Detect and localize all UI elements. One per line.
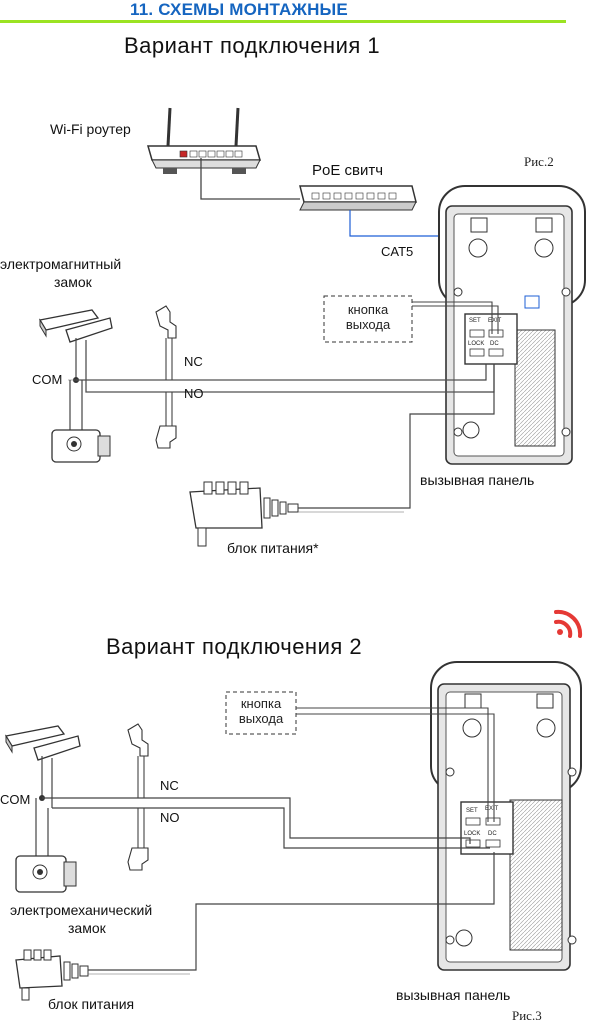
terminal-set-label: SET	[469, 318, 481, 324]
wifi-router-icon	[147, 107, 261, 174]
electromagnetic-lock-icon	[38, 309, 113, 343]
nc-jumper-icon	[155, 305, 177, 380]
electromagnetic-lock-label-line1: электромагнитный	[0, 256, 122, 272]
electromechanical-lock-icon-2	[15, 855, 77, 893]
variant-1-title: Вариант подключения 1	[124, 33, 381, 58]
exit-button-box-1	[323, 295, 413, 343]
electromechanical-lock-icon	[51, 429, 111, 463]
electromagnetic-lock-label-line2: замок	[54, 274, 92, 290]
call-panel-label-1: вызывная панель	[420, 472, 535, 488]
terminal-exit-label: EXIT	[488, 318, 502, 324]
power-supply-label-2: блок питания	[48, 996, 135, 1012]
nc-label: NC	[184, 354, 203, 369]
figure-3-caption: Рис.3	[512, 1008, 542, 1023]
power-adapter-icon-2	[15, 949, 89, 1001]
electromechanical-lock-label-line2: замок	[68, 920, 106, 936]
no-jumper-icon-2	[127, 808, 149, 871]
nc-jumper-icon-2	[127, 723, 149, 798]
section-title: 11. СХЕМЫ МОНТАЖНЫЕ	[130, 0, 348, 19]
exit-button-label-2-line1: кнопка	[240, 696, 282, 711]
power-supply-label-1: блок питания*	[227, 540, 319, 556]
terminal-lock-label-2: LOCK	[464, 831, 481, 837]
no-label-2: NO	[160, 810, 180, 825]
poe-switch-label: PoE свитч	[312, 162, 384, 179]
exit-button-label-line1: кнопка	[347, 302, 389, 317]
com-label: COM	[32, 372, 63, 387]
exit-button-label-2: кнопка выхода	[226, 696, 296, 726]
cat5-label: CAT5	[381, 244, 414, 259]
exit-button-label-2-line2: выхода	[238, 711, 284, 726]
exit-button-box-2	[225, 691, 297, 735]
figure-2-caption: Рис.2	[524, 154, 554, 169]
nc-label-2: NC	[160, 778, 179, 793]
call-panel-2	[430, 661, 582, 971]
no-jumper-icon	[155, 392, 177, 449]
terminal-lock-label: LOCK	[468, 341, 485, 347]
wifi-router-label: Wi-Fi роутер	[50, 121, 131, 137]
call-panel-1	[438, 185, 586, 465]
terminal-exit-label-2: EXIT	[485, 806, 499, 812]
power-adapter-icon	[189, 481, 299, 547]
com-label-2: COM	[0, 792, 31, 807]
variant-2-title: Вариант подключения 2	[106, 634, 363, 659]
wifi-signal-icon	[554, 609, 583, 638]
terminal-dc-label: DC	[490, 341, 499, 347]
no-label: NO	[184, 386, 204, 401]
electromechanical-lock-label-line1: электромеханический	[10, 902, 153, 918]
page-header: 11. СХЕМЫ МОНТАЖНЫЕ	[0, 0, 594, 28]
poe-switch-icon	[299, 185, 417, 211]
exit-button-label-line2: выхода	[345, 317, 391, 332]
electromagnetic-lock-icon-2	[4, 725, 81, 761]
call-panel-label-2: вызывная панель	[396, 987, 511, 1003]
exit-button-label-1: кнопка выхода	[324, 302, 412, 332]
terminal-dc-label-2: DC	[488, 831, 497, 837]
terminal-set-label-2: SET	[466, 808, 478, 814]
header-divider	[0, 20, 566, 23]
